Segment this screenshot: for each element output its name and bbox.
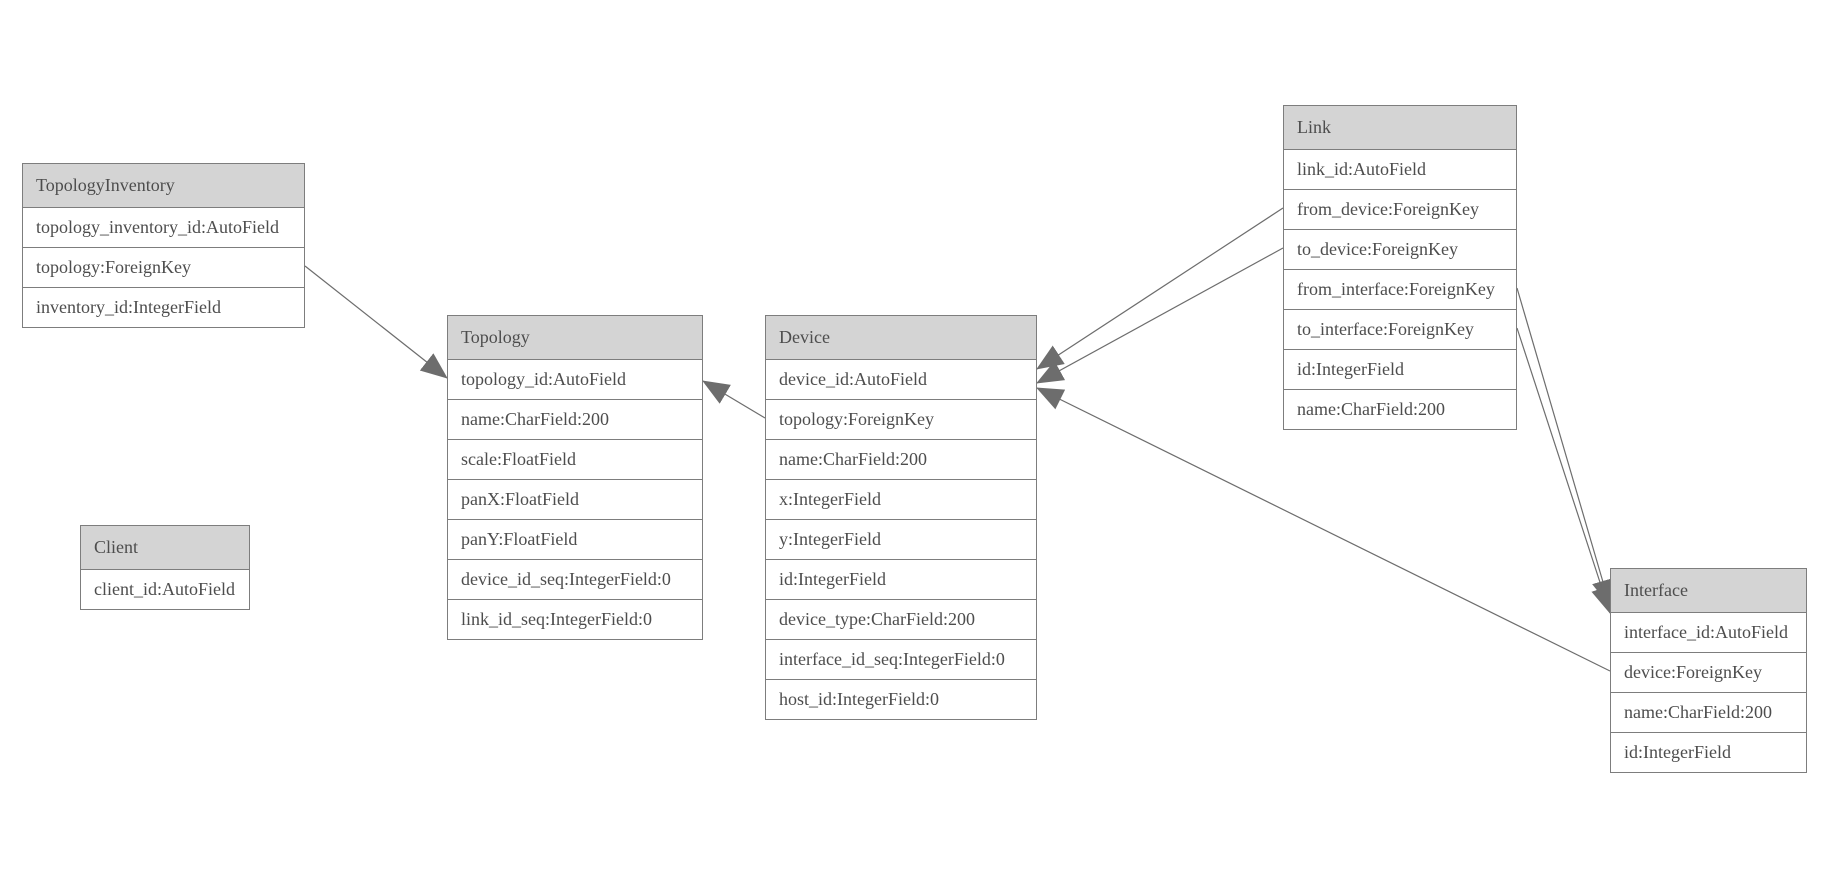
field-row-name: name:CharField:200	[448, 399, 702, 439]
field-row-device_id: device_id:AutoField	[766, 359, 1036, 399]
field-row-x: x:IntegerField	[766, 479, 1036, 519]
entity-title: Link	[1284, 106, 1516, 149]
field-row-id: id:IntegerField	[1611, 732, 1806, 772]
field-row-name: name:CharField:200	[1611, 692, 1806, 732]
field-row-from_interface: from_interface:ForeignKey	[1284, 269, 1516, 309]
entity-title: Device	[766, 316, 1036, 359]
relation-interface-device-to-device	[1036, 387, 1611, 672]
relation-link-to_interface-to-interface	[1516, 327, 1613, 614]
field-row-from_device: from_device:ForeignKey	[1284, 189, 1516, 229]
field-row-id: id:IntegerField	[766, 559, 1036, 599]
entity-title: Topology	[448, 316, 702, 359]
field-row-client_id: client_id:AutoField	[81, 569, 249, 609]
field-row-interface_id_seq: interface_id_seq:IntegerField:0	[766, 639, 1036, 679]
relation-link-from_device-to-device	[1036, 207, 1284, 370]
field-row-y: y:IntegerField	[766, 519, 1036, 559]
entity-title: TopologyInventory	[23, 164, 304, 207]
field-row-name: name:CharField:200	[1284, 389, 1516, 429]
field-row-topology: topology:ForeignKey	[23, 247, 304, 287]
field-row-name: name:CharField:200	[766, 439, 1036, 479]
field-row-device: device:ForeignKey	[1611, 652, 1806, 692]
field-row-scale: scale:FloatField	[448, 439, 702, 479]
field-row-host_id: host_id:IntegerField:0	[766, 679, 1036, 719]
relation-link-to_device-to-device	[1036, 247, 1284, 384]
entity-title: Client	[81, 526, 249, 569]
field-row-to_device: to_device:ForeignKey	[1284, 229, 1516, 269]
field-row-device_type: device_type:CharField:200	[766, 599, 1036, 639]
relation-topologyinventory-topology-to-topology	[304, 265, 448, 379]
field-row-topology_id: topology_id:AutoField	[448, 359, 702, 399]
field-row-to_interface: to_interface:ForeignKey	[1284, 309, 1516, 349]
field-row-link_id_seq: link_id_seq:IntegerField:0	[448, 599, 702, 639]
field-row-topology: topology:ForeignKey	[766, 399, 1036, 439]
field-row-panX: panX:FloatField	[448, 479, 702, 519]
relation-device-topology-to-topology	[702, 380, 766, 419]
field-row-topology_inventory_id: topology_inventory_id:AutoField	[23, 207, 304, 247]
relation-link-from_interface-to-interface	[1516, 287, 1614, 607]
field-row-id: id:IntegerField	[1284, 349, 1516, 389]
field-row-link_id: link_id:AutoField	[1284, 149, 1516, 189]
entity-title: Interface	[1611, 569, 1806, 612]
field-row-panY: panY:FloatField	[448, 519, 702, 559]
field-row-interface_id: interface_id:AutoField	[1611, 612, 1806, 652]
field-row-device_id_seq: device_id_seq:IntegerField:0	[448, 559, 702, 599]
field-row-inventory_id: inventory_id:IntegerField	[23, 287, 304, 327]
